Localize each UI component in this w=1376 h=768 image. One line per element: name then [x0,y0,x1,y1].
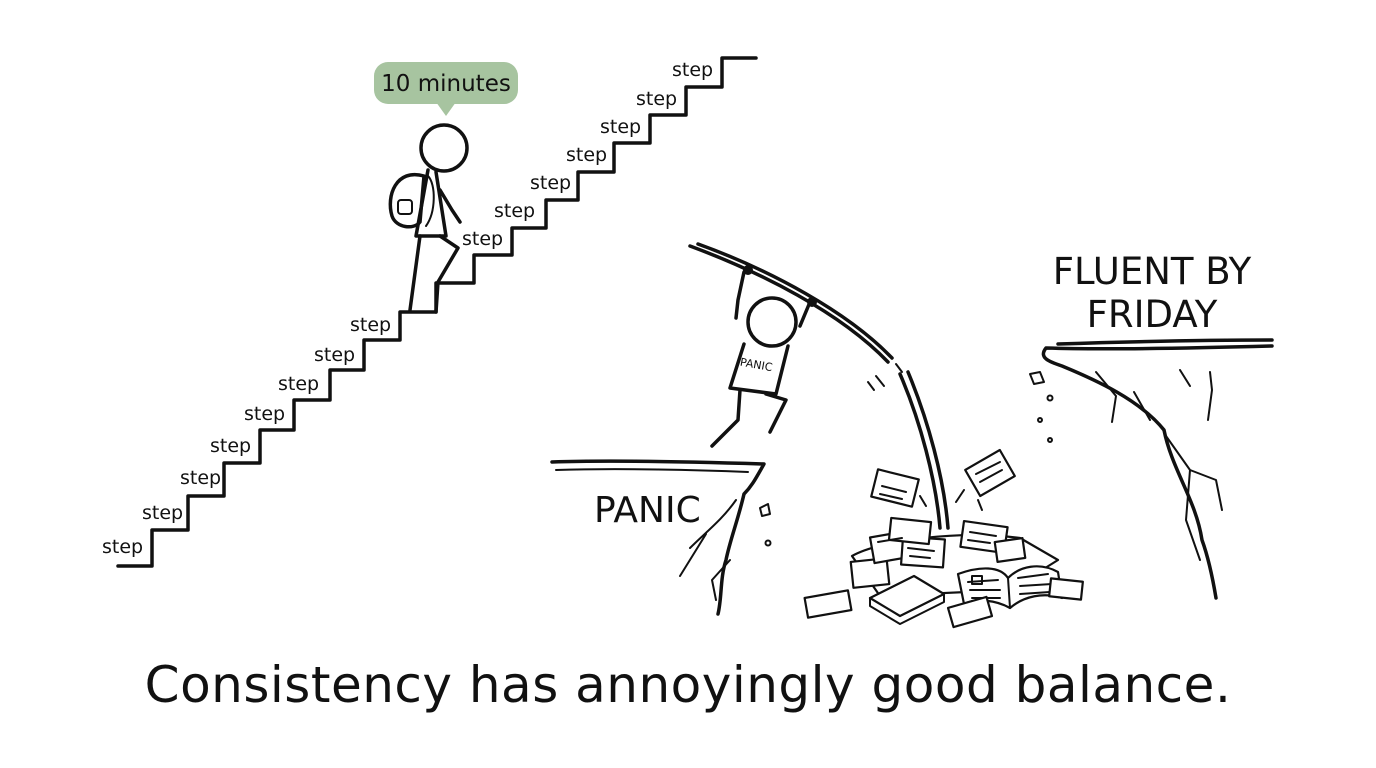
step-label: step [210,435,251,457]
staircase: step step step step step step step step step step… [102,56,758,568]
speech-bubble-text: 10 minutes [381,71,511,97]
fluent-label-line1: FLUENT BY [1053,250,1252,293]
caption: Consistency has annoyingly good balance. [144,656,1232,714]
fluent-cliff: FLUENT BY FRIDAY [1029,250,1274,600]
step-label: step [278,373,319,395]
step-label: step [102,536,143,558]
panic-cliff: PANIC [550,459,772,616]
step-label: step [462,228,503,250]
step-label: step [142,502,183,524]
fluent-label-line2: FRIDAY [1087,293,1218,336]
step-label: step [314,344,355,366]
step-labels: step step step step step step step step step step… [102,59,713,558]
step-label: step [636,88,677,110]
step-label: step [180,467,221,489]
step-label: step [350,314,391,336]
step-label: step [530,172,571,194]
step-label: step [566,144,607,166]
step-label: step [244,403,285,425]
pole-vaulter: PANIC [688,242,950,530]
speech-bubble: 10 minutes [374,62,518,116]
panic-cliff-label: PANIC [594,490,701,531]
step-label: step [600,116,641,138]
vaulter-shirt-text: PANIC [739,356,774,375]
step-label: step [494,200,535,222]
study-materials-pile [803,448,1084,629]
step-label: step [672,59,713,81]
climber-figure: 10 minutes [374,62,518,314]
